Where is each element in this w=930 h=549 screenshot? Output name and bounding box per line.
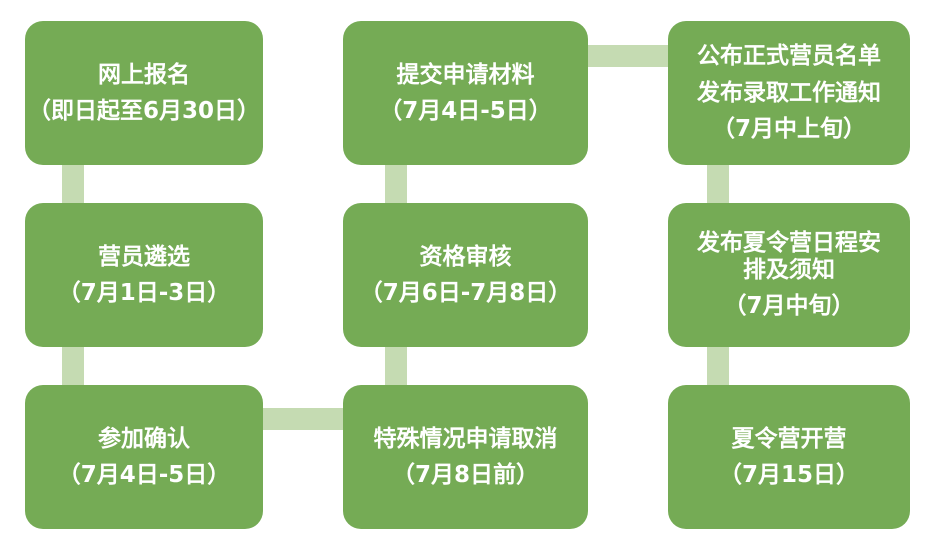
step-date: （7月4日-5日）: [379, 98, 552, 124]
step-title: 夏令营开营: [731, 425, 847, 452]
step-date: （7月6日-7月8日）: [359, 280, 572, 306]
step-date: （7月8日前）: [391, 462, 539, 488]
connector-row3-col1-col2: [259, 408, 349, 430]
step-special-case-cancellation: 特殊情况申请取消 （7月8日前）: [343, 385, 588, 529]
step-date: （7月1日-3日）: [57, 280, 231, 306]
step-title: 参加确认: [98, 425, 190, 452]
step-title: 提交申请材料: [396, 61, 535, 88]
step-publish-camp-schedule: 发布夏令营日程安排及须知 （7月中旬）: [668, 203, 910, 347]
step-camper-selection: 营员遴选 （7月1日-3日）: [25, 203, 263, 347]
step-online-registration: 网上报名 （即日起至6月30日）: [25, 21, 263, 165]
connector-col1-row2-row3: [62, 343, 84, 389]
connector-col3-row2-row3: [707, 343, 729, 389]
connector-col2-row2-row3: [385, 343, 407, 389]
connector-col1-row1-row2: [62, 161, 84, 207]
step-title: 特殊情况申请取消: [373, 425, 558, 452]
step-title-line-2: 发布录取工作通知: [697, 79, 881, 106]
step-title: 发布夏令营日程安排及须知: [697, 230, 881, 283]
step-date: （7月4日-5日）: [57, 462, 231, 488]
step-title: 营员遴选: [98, 243, 190, 270]
step-announce-official-camper-list: 公布正式营员名单 发布录取工作通知 （7月中上旬）: [668, 21, 910, 165]
connector-row1-col2-col3: [584, 45, 674, 67]
connector-col2-row1-row2: [385, 161, 407, 207]
step-title-line-1: 公布正式营员名单: [697, 43, 881, 70]
step-submit-application-materials: 提交申请材料 （7月4日-5日）: [343, 21, 588, 165]
step-date: （7月中旬）: [723, 293, 855, 320]
step-date: （7月15日）: [718, 462, 859, 488]
step-title: 网上报名: [98, 61, 190, 88]
step-camp-opening: 夏令营开营 （7月15日）: [668, 385, 910, 529]
step-qualification-review: 资格审核 （7月6日-7月8日）: [343, 203, 588, 347]
step-date: （7月中上旬）: [711, 116, 866, 143]
step-participation-confirmation: 参加确认 （7月4日-5日）: [25, 385, 263, 529]
step-date: （即日起至6月30日）: [28, 98, 261, 124]
connector-col3-row1-row2: [707, 161, 729, 207]
step-title: 资格审核: [419, 243, 512, 270]
